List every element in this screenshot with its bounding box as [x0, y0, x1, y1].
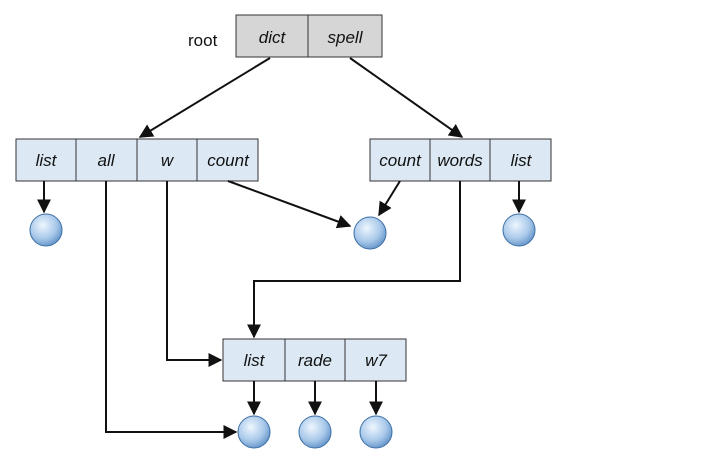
dict-cell-w-label: w — [161, 151, 175, 170]
edges — [37, 57, 526, 439]
edge-spell-words-to-w-node — [247, 181, 461, 339]
edge-dict-all-to-w-list-file — [105, 181, 238, 439]
spell-directory-node: count words list — [369, 138, 552, 182]
edge-spell-to-spell-node — [349, 57, 464, 138]
file-node-shared-count — [353, 216, 387, 250]
dict-cell-list-label: list — [36, 151, 58, 170]
file-node-w-rade — [298, 415, 332, 449]
file-node-dict-list — [29, 213, 63, 247]
dict-cell-all-label: all — [97, 151, 115, 170]
root-cell-dict-label: dict — [259, 28, 287, 47]
w-directory-node: list rade w7 — [222, 338, 407, 382]
file-node-w-list — [237, 415, 271, 449]
w-cell-w7 — [344, 338, 407, 382]
w-cell-list — [222, 338, 286, 382]
edge-dict-count-to-shared-file — [227, 180, 352, 229]
dict-cell-count — [196, 138, 259, 182]
edge-dict-to-dict-node — [138, 57, 271, 138]
dict-cell-list — [15, 138, 77, 182]
spell-cell-list — [489, 138, 552, 182]
spell-cell-list-label: list — [511, 151, 533, 170]
w-cell-w7-label: w7 — [365, 351, 387, 370]
spell-cell-count-label: count — [379, 151, 422, 170]
dict-directory-node: list all w count — [15, 138, 259, 182]
root-directory-node: dict spell — [235, 14, 383, 58]
root-cell-spell-label: spell — [328, 28, 364, 47]
file-node-w-w7 — [359, 415, 393, 449]
edge-spell-count-to-shared-file — [378, 180, 401, 217]
root-label: root — [188, 31, 218, 50]
w-cell-rade-label: rade — [298, 351, 332, 370]
root-cell-dict — [235, 14, 309, 58]
edge-dict-w-to-w-node — [166, 181, 223, 367]
spell-cell-words-label: words — [437, 151, 483, 170]
dict-cell-count-label: count — [207, 151, 250, 170]
root-cell-spell — [307, 14, 383, 58]
spell-cell-words — [429, 138, 491, 182]
file-node-spell-list — [502, 213, 536, 247]
w-cell-list-label: list — [244, 351, 266, 370]
